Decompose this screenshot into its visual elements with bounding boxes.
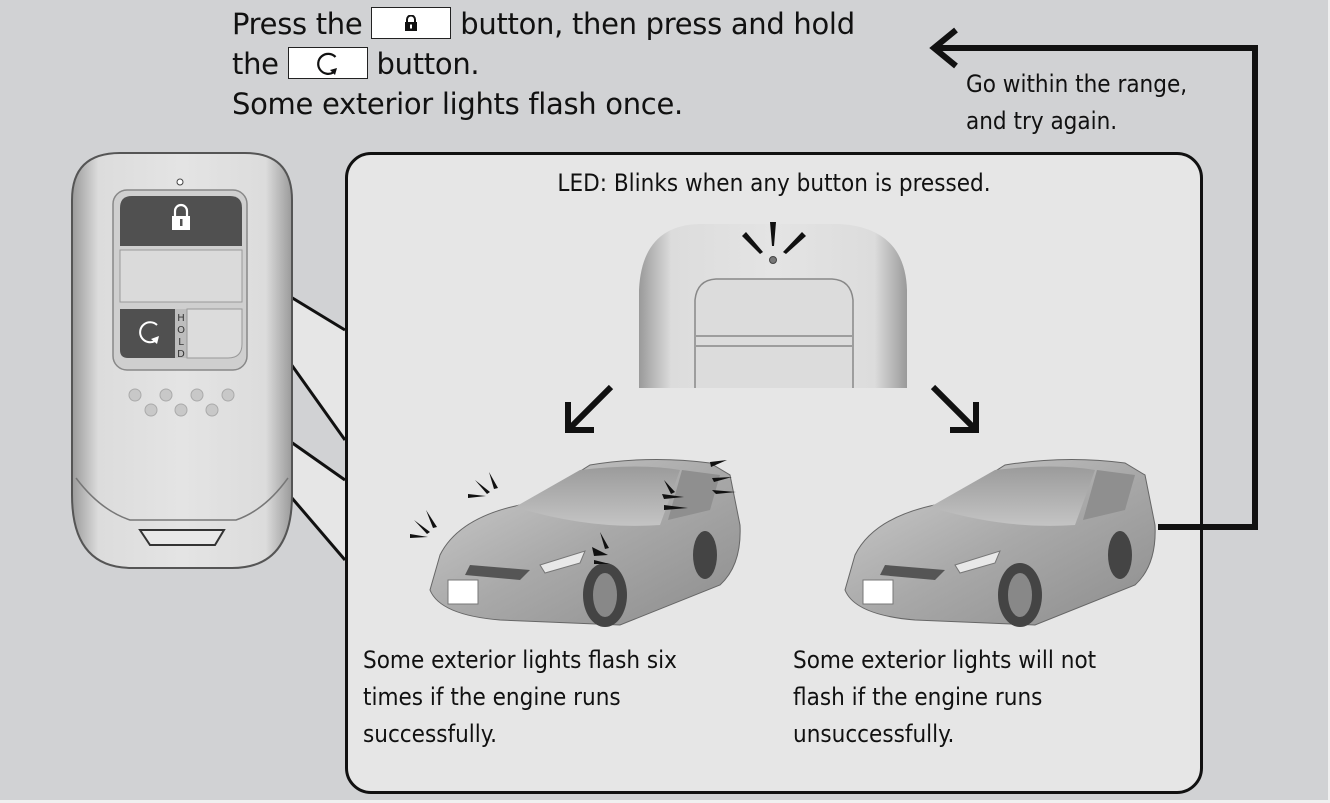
result-success-line-3: successfully. [363,720,497,748]
hold-label-o: O [177,325,185,336]
result-failure-line-2: flash if the engine runs [793,683,1043,711]
led-label: LED: Blinks when any button is pressed. [557,169,991,197]
key-fob: H O L D [71,152,293,569]
led-blink-marks [742,222,806,254]
arrow-to-success [565,384,614,433]
inline-lock-button [371,7,452,39]
result-success-line-2: times if the engine runs [363,683,621,711]
hold-label-d: D [177,349,185,360]
fob-closeup [639,222,907,388]
arrow-to-failure [930,384,979,433]
result-failure-line-3: unsuccessfully. [793,720,955,748]
inline-engine-start-button [287,47,368,79]
result-failure-line-1: Some exterior lights will not [793,646,1097,674]
fob-speaker-holes [128,388,235,417]
retry-note: Go within the range, and try again. [966,66,1187,140]
engine-start-icon [316,52,337,75]
instruction-line-2-prefix: the [232,47,279,81]
car-no-lights [844,458,1156,627]
instruction-line-3: Some exterior lights flash once. [232,87,683,121]
lock-icon [405,15,418,31]
hold-label-h: H [177,313,185,324]
fob-lock-icon [172,203,190,230]
hold-label-l: L [178,337,184,348]
flash-marks [410,460,736,564]
fob-led [176,178,184,186]
instruction-line-2-suffix: button. [376,47,480,81]
retry-note-line-2: and try again. [966,107,1118,135]
instruction-line-1: Press the button, then press and hold [232,4,855,44]
closeup-led [769,256,777,264]
retry-arrow [929,27,1258,530]
result-failure-text: Some exterior lights will not flash if t… [793,642,1096,753]
fob-remote-start-button[interactable] [120,309,175,358]
result-success-text: Some exterior lights flash six times if … [363,642,677,753]
instruction-line-1-suffix: button, then press and hold [460,7,855,41]
instruction-text: Press the button, then press and hold th… [232,4,855,124]
retry-note-line-1: Go within the range, [966,70,1188,98]
result-success-line-1: Some exterior lights flash six [363,646,677,674]
car-lights-flashing [429,458,741,627]
instruction-line-1-prefix: Press the [232,7,363,41]
instruction-line-2: the button. [232,44,855,84]
fob-engine-start-icon [139,321,159,344]
